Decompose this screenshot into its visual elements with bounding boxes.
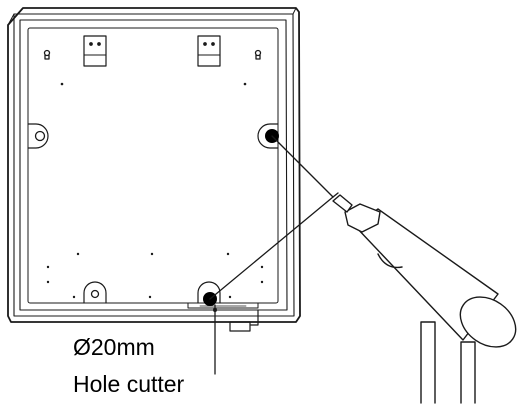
top-mounting-bracket-right xyxy=(197,35,221,67)
enclosure-frame xyxy=(7,7,301,323)
hole-size-label: Ø20mm xyxy=(73,334,155,360)
hole-guide-lines xyxy=(209,135,334,300)
bottom-knockout-left xyxy=(83,281,107,304)
side-knockout-right xyxy=(257,123,279,149)
top-mounting-bracket-left xyxy=(83,35,107,67)
bottom-rail xyxy=(187,302,259,309)
side-knockout-left xyxy=(27,123,49,149)
bottom-connector-tab xyxy=(229,309,259,332)
enclosure-inner-panel xyxy=(27,27,279,304)
callout-leader-line xyxy=(213,304,217,375)
tool-name-label: Hole cutter xyxy=(73,371,185,397)
hole-cutter-drill-icon xyxy=(332,192,517,404)
keyhole-slot-right xyxy=(254,49,262,60)
panel-screw-dots xyxy=(46,82,264,299)
keyhole-slot-left xyxy=(43,49,51,60)
